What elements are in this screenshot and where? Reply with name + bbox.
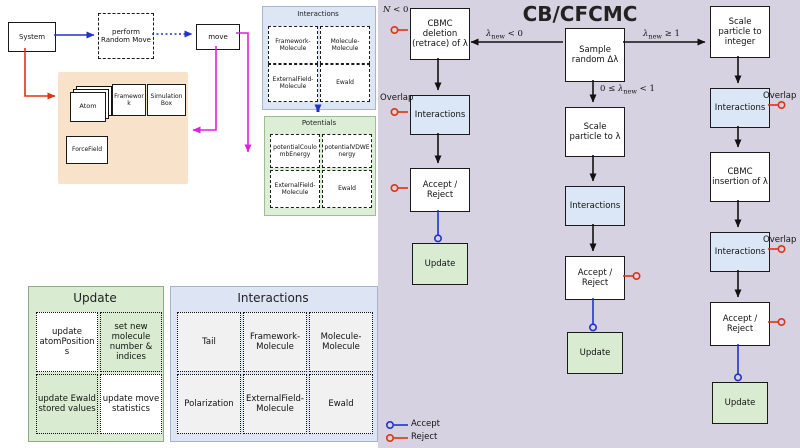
update-box-right: Update	[712, 382, 768, 424]
interaction-framework-molecule-box: Framework-Molecule	[268, 26, 318, 64]
molecule-molecule-box: Molecule-Molecule	[309, 312, 373, 372]
scale-particle-integer-box: Scale particle to integer	[710, 6, 770, 58]
sample-random-box: Sample random Δλ	[565, 28, 625, 82]
externalfield-molecule-box: ExternalField-Molecule	[243, 374, 307, 434]
tail-box: Tail	[177, 312, 241, 372]
interaction-ewald-box: Ewald	[320, 64, 370, 102]
interaction-externalfield-molecule-box: ExternalField-Molecule	[268, 64, 318, 102]
framework-molecule-box: Framework-Molecule	[243, 312, 307, 372]
arrow-move-down	[236, 32, 252, 153]
interactions-box-right-bottom: Interactions	[710, 232, 770, 272]
arrow-move-to-models	[192, 46, 217, 134]
potential-externalfield-box: ExternalField-Molecule	[270, 170, 320, 208]
legend-accept-label: Accept	[411, 419, 440, 429]
perform-random-move-box: perform Random Move	[98, 13, 154, 59]
arrow-system-to-models	[24, 48, 56, 100]
system-box: System	[8, 22, 56, 52]
interaction-molecule-molecule-box: Molecule-Molecule	[320, 26, 370, 64]
label-lambda-between: 0 ≤ λnew < 1	[600, 84, 655, 96]
legend-reject-label: Reject	[411, 432, 438, 442]
accept-reject-box-mid: Accept / Reject	[565, 256, 625, 300]
potentials-panel-title: Potentials	[301, 119, 337, 127]
label-lambda-new-lt-0: λnew < 0	[486, 29, 523, 41]
interactions-box-mid: Interactions	[565, 186, 625, 226]
set-new-molecule-box: set new molecule number & indices	[100, 312, 162, 372]
interactions-box-right-top: Interactions	[710, 88, 770, 128]
interactions-box-left: Interactions	[410, 95, 470, 135]
label-lambda-new-ge-1: λnew ≥ 1	[643, 29, 680, 41]
update-atom-positions-box: update atomPositions	[36, 312, 98, 372]
update-box-left: Update	[412, 243, 468, 285]
move-box: move	[196, 24, 240, 50]
page-title: CB/CFCMC	[522, 2, 638, 26]
interactions-panel-bottom-title: Interactions	[237, 291, 309, 305]
overlap-label-left: Overlap	[380, 93, 414, 103]
accept-reject-box-right: Accept / Reject	[710, 302, 770, 346]
potential-ewald-box: Ewald	[322, 170, 372, 208]
update-box-mid: Update	[567, 332, 623, 374]
ewald-box: Ewald	[309, 374, 373, 434]
potential-vdw-box: potentialVDWEnergy	[322, 134, 372, 168]
polarization-box: Polarization	[177, 374, 241, 434]
atom-box: Atom	[70, 92, 106, 122]
potential-coulomb-box: potentialCoulombEnergy	[270, 134, 320, 168]
overlap-label-right-top: Overlap	[763, 91, 797, 101]
update-panel-title: Update	[73, 291, 117, 305]
cbmc-insertion-box: CBMC insertion of λ	[710, 152, 770, 202]
accept-reject-box-left: Accept / Reject	[410, 168, 470, 212]
forcefield-box: ForceField	[66, 136, 108, 164]
framework-box: Framework	[112, 84, 146, 116]
overlap-label-right-bottom: Overlap	[763, 235, 797, 245]
update-ewald-stored-box: update Ewald stored values	[36, 374, 98, 434]
interactions-panel-top-title: Interactions	[297, 10, 339, 18]
update-move-statistics-box: update move statistics	[100, 374, 162, 434]
scale-particle-lambda-box: Scale particle to λ	[565, 107, 625, 157]
simulation-box-box: Simulation Box	[147, 84, 186, 116]
label-n-lt-0: N < 0	[383, 5, 409, 15]
cbmc-deletion-box: CBMC deletion (retrace) of λ	[410, 8, 470, 60]
